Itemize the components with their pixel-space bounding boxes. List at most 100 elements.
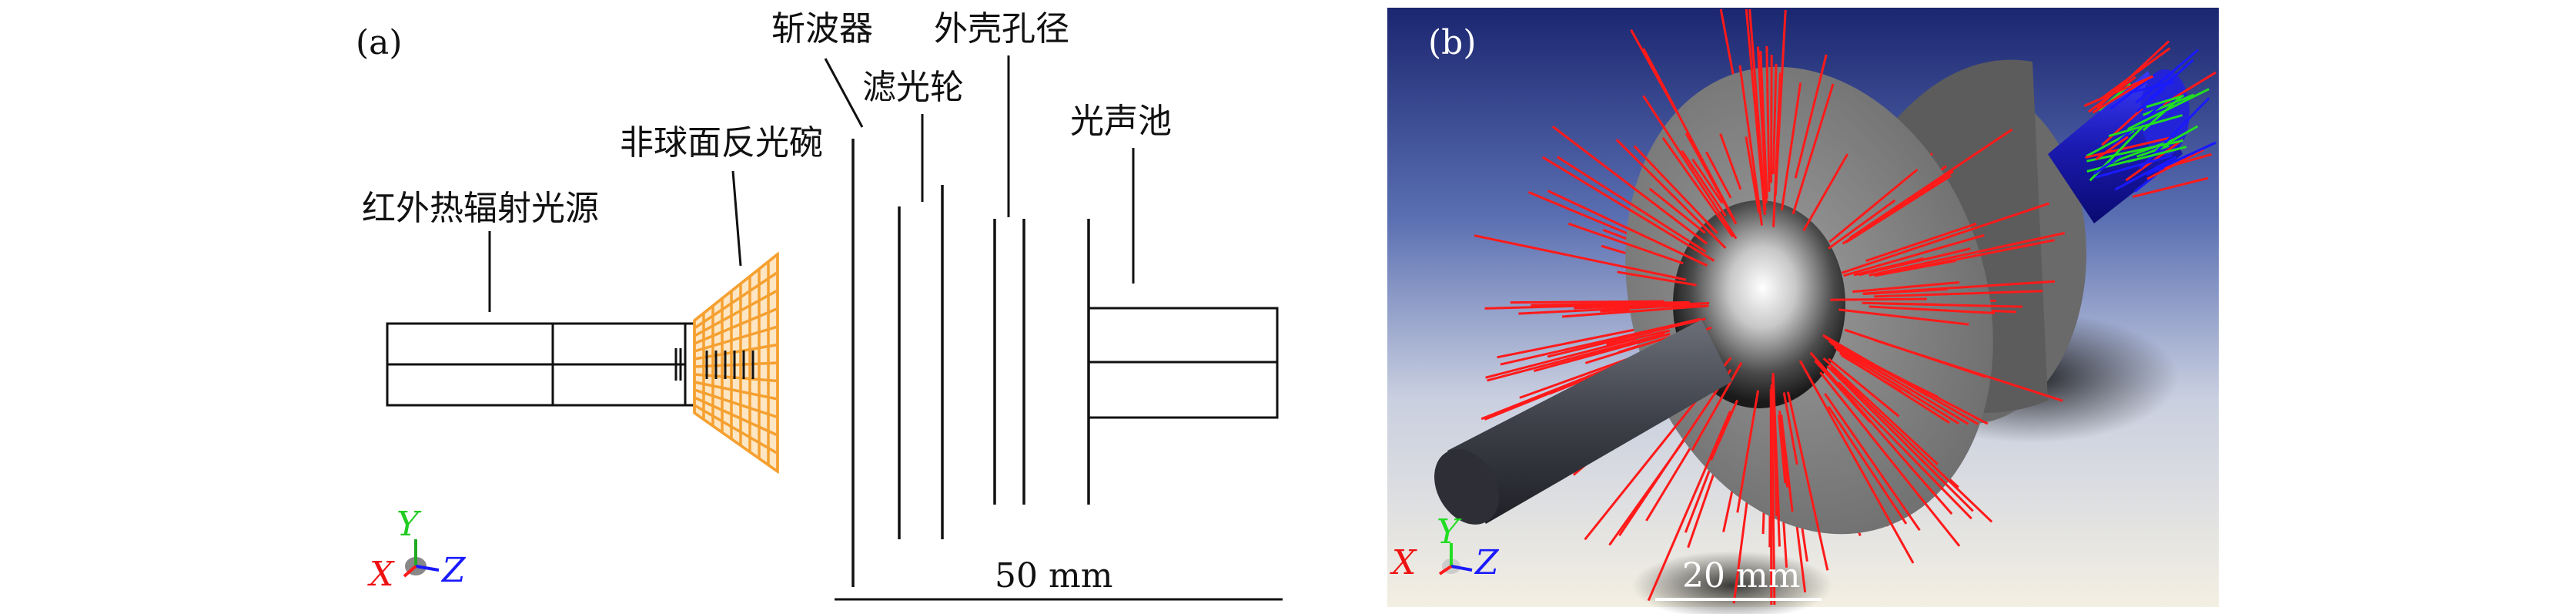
ray-line xyxy=(1778,414,1787,484)
ray-line xyxy=(1648,187,1706,234)
ray-line xyxy=(1617,270,1697,287)
ray-line xyxy=(1719,133,1742,190)
ray-line xyxy=(1561,304,1709,318)
ray-line xyxy=(2132,176,2209,198)
ray-line xyxy=(1615,139,1727,249)
ray-line xyxy=(2108,114,2183,137)
ir-source-drawing xyxy=(386,322,708,407)
label-photoacoustic-cell: 光声池 xyxy=(1070,102,1172,141)
ray-line xyxy=(1547,190,1708,267)
ray-line xyxy=(1557,156,1707,253)
reflector-mesh-line xyxy=(694,307,778,345)
ray-line xyxy=(1574,302,1710,310)
ray-line xyxy=(2094,154,2173,179)
ray-line xyxy=(1691,361,1743,451)
ray-line xyxy=(1841,202,2050,274)
axis-y-label-b: Y xyxy=(1437,512,1462,552)
ray-line xyxy=(1868,232,2066,277)
scale-bar-20mm-label: 20 mm xyxy=(1682,556,1800,596)
ray-line xyxy=(2136,144,2170,158)
ray-line xyxy=(2086,139,2183,163)
ray-line xyxy=(1533,332,1671,373)
ray-line xyxy=(1618,368,1732,537)
ray-line xyxy=(1736,390,1760,513)
ray-line xyxy=(2146,148,2204,180)
reflector-mesh-line xyxy=(694,271,778,330)
label-reflector: 非球面反光碗 xyxy=(620,123,823,163)
ray-line xyxy=(1567,222,1684,265)
ray-line xyxy=(1780,82,1802,211)
ray-line xyxy=(2085,136,2173,159)
ray-line xyxy=(1844,328,1986,378)
ray-line xyxy=(1710,399,1738,461)
ray-line xyxy=(1780,414,1794,512)
label-housing-aperture: 外壳孔径 xyxy=(934,9,1069,49)
ray-line xyxy=(2127,146,2187,163)
rays-front xyxy=(1474,8,2216,606)
ray-line xyxy=(2135,49,2200,104)
ray-line xyxy=(1748,8,1767,211)
ray-line xyxy=(1809,351,1953,515)
ray-line xyxy=(2095,136,2129,161)
label-ir-source: 红外热辐射光源 xyxy=(362,189,599,228)
ray-line xyxy=(1759,51,1768,200)
ray-line xyxy=(1487,332,1665,382)
optical-plates xyxy=(851,139,1090,587)
ray-line xyxy=(1838,308,1969,326)
reflector-mesh-line xyxy=(694,404,778,455)
ray-line xyxy=(1843,233,1985,277)
ray-line xyxy=(2096,40,2170,109)
panel-a-label: (a) xyxy=(356,23,403,62)
ray-line xyxy=(2146,141,2216,176)
ray-line xyxy=(1874,260,1956,277)
ray-line xyxy=(2092,76,2150,114)
ray-line xyxy=(1819,371,1961,547)
ray-line xyxy=(1474,234,1687,281)
reflector-mesh-line xyxy=(693,411,779,473)
ray-line xyxy=(1865,223,1977,263)
ray-line xyxy=(1531,300,1689,307)
axis-x-label-a: X xyxy=(367,555,395,594)
reflector-mesh-line xyxy=(693,253,779,322)
panel-b: 20 mm (b) Y X Z xyxy=(1387,8,2219,614)
ray-line xyxy=(1642,95,1738,240)
ray-line xyxy=(1824,393,1921,532)
axis-z-label-a: Z xyxy=(440,551,467,590)
ray-line xyxy=(1547,317,1706,358)
reflector-mesh-line xyxy=(694,289,778,337)
aspheric-reflector-mesh xyxy=(693,251,779,475)
leader-chopper xyxy=(824,58,864,128)
ray-line xyxy=(2127,88,2210,130)
ray-line xyxy=(1830,297,1927,301)
ray-line xyxy=(1541,156,1715,262)
panel-b-label: (b) xyxy=(1428,23,1477,62)
ray-line xyxy=(1778,410,1789,488)
ray-line xyxy=(1845,174,1952,243)
ray-line xyxy=(2086,158,2136,173)
ray-line xyxy=(2136,87,2165,112)
ray-line xyxy=(1786,391,1829,571)
reflector-mesh-line xyxy=(694,325,778,353)
ray-line xyxy=(1824,336,1929,398)
reflector-mesh-line xyxy=(694,361,778,368)
ray-line xyxy=(1691,158,1724,204)
ray-line xyxy=(1826,365,1974,512)
reflector-mesh-line xyxy=(694,373,778,383)
ray-line xyxy=(2114,156,2177,191)
ray-line xyxy=(1745,136,1761,213)
label-filter-wheel: 滤光轮 xyxy=(862,68,964,107)
ray-line xyxy=(1771,377,1778,517)
ray-line xyxy=(1782,392,1798,465)
ray-line xyxy=(1551,125,1708,245)
ray-line xyxy=(1518,303,1701,315)
label-chopper: 斩波器 xyxy=(771,9,873,49)
ray-line xyxy=(1771,63,1778,175)
ray-line xyxy=(1874,290,2043,298)
ray-line xyxy=(1642,48,1735,221)
leader-reflector xyxy=(731,170,742,267)
ray-line xyxy=(1858,247,1971,277)
ray-line xyxy=(1606,329,1671,346)
ray-line xyxy=(1828,357,1900,418)
ray-line xyxy=(2093,154,2123,175)
reflector-mesh-line xyxy=(694,396,778,437)
